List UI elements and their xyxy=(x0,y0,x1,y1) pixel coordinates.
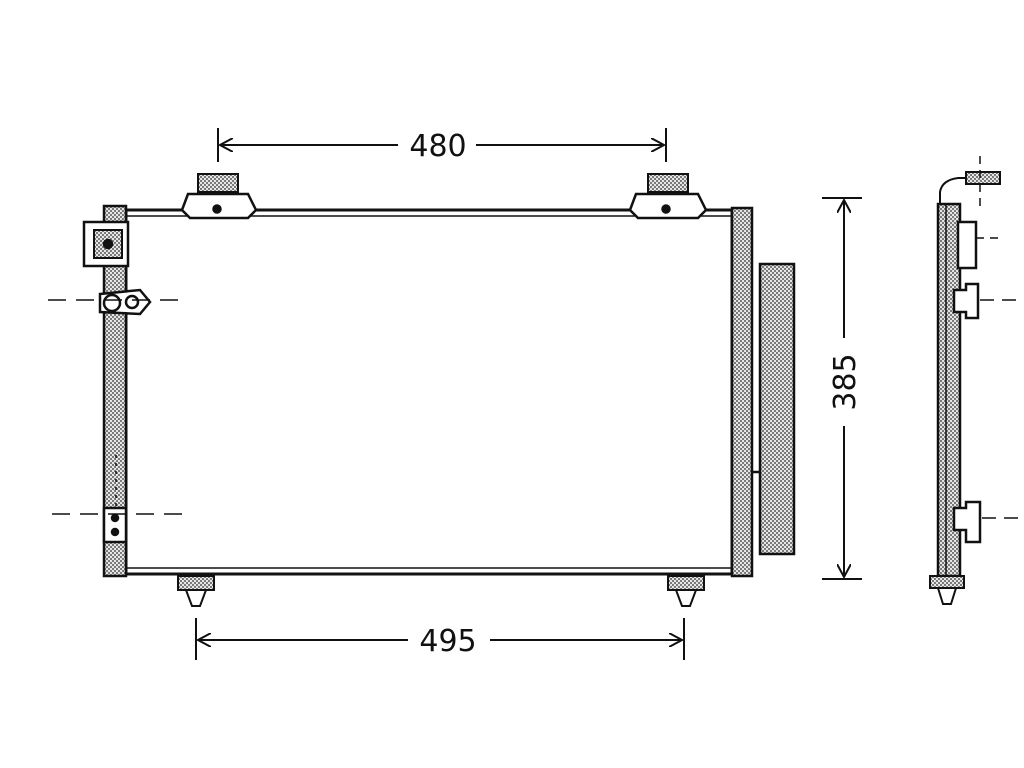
dimension-top xyxy=(217,128,667,162)
side-upper-fitting xyxy=(956,220,978,270)
dimension-height xyxy=(822,197,862,580)
condenser-core xyxy=(124,208,734,576)
dimension-label-bottom: 495 xyxy=(419,624,476,659)
side-lower-tab xyxy=(952,500,982,544)
side-top-pipe xyxy=(939,177,966,204)
right-header-tank xyxy=(730,206,754,578)
dimension-bottom xyxy=(195,618,685,660)
left-pipe-connector xyxy=(98,288,152,316)
receiver-drier xyxy=(758,262,796,556)
side-view xyxy=(929,156,1024,605)
bottom-right-pin xyxy=(667,575,705,607)
front-view xyxy=(48,173,796,607)
bottom-left-pin xyxy=(177,575,215,607)
side-bottom-pin xyxy=(929,575,965,589)
left-lower-fitting xyxy=(102,506,128,544)
left-upper-fitting xyxy=(82,220,130,268)
side-upper-tab xyxy=(952,282,980,320)
dimension-label-height: 385 xyxy=(828,353,863,410)
top-left-bracket xyxy=(180,173,258,220)
center-lines xyxy=(48,299,188,515)
dimension-label-top: 480 xyxy=(409,129,466,164)
top-right-bracket xyxy=(628,173,708,220)
